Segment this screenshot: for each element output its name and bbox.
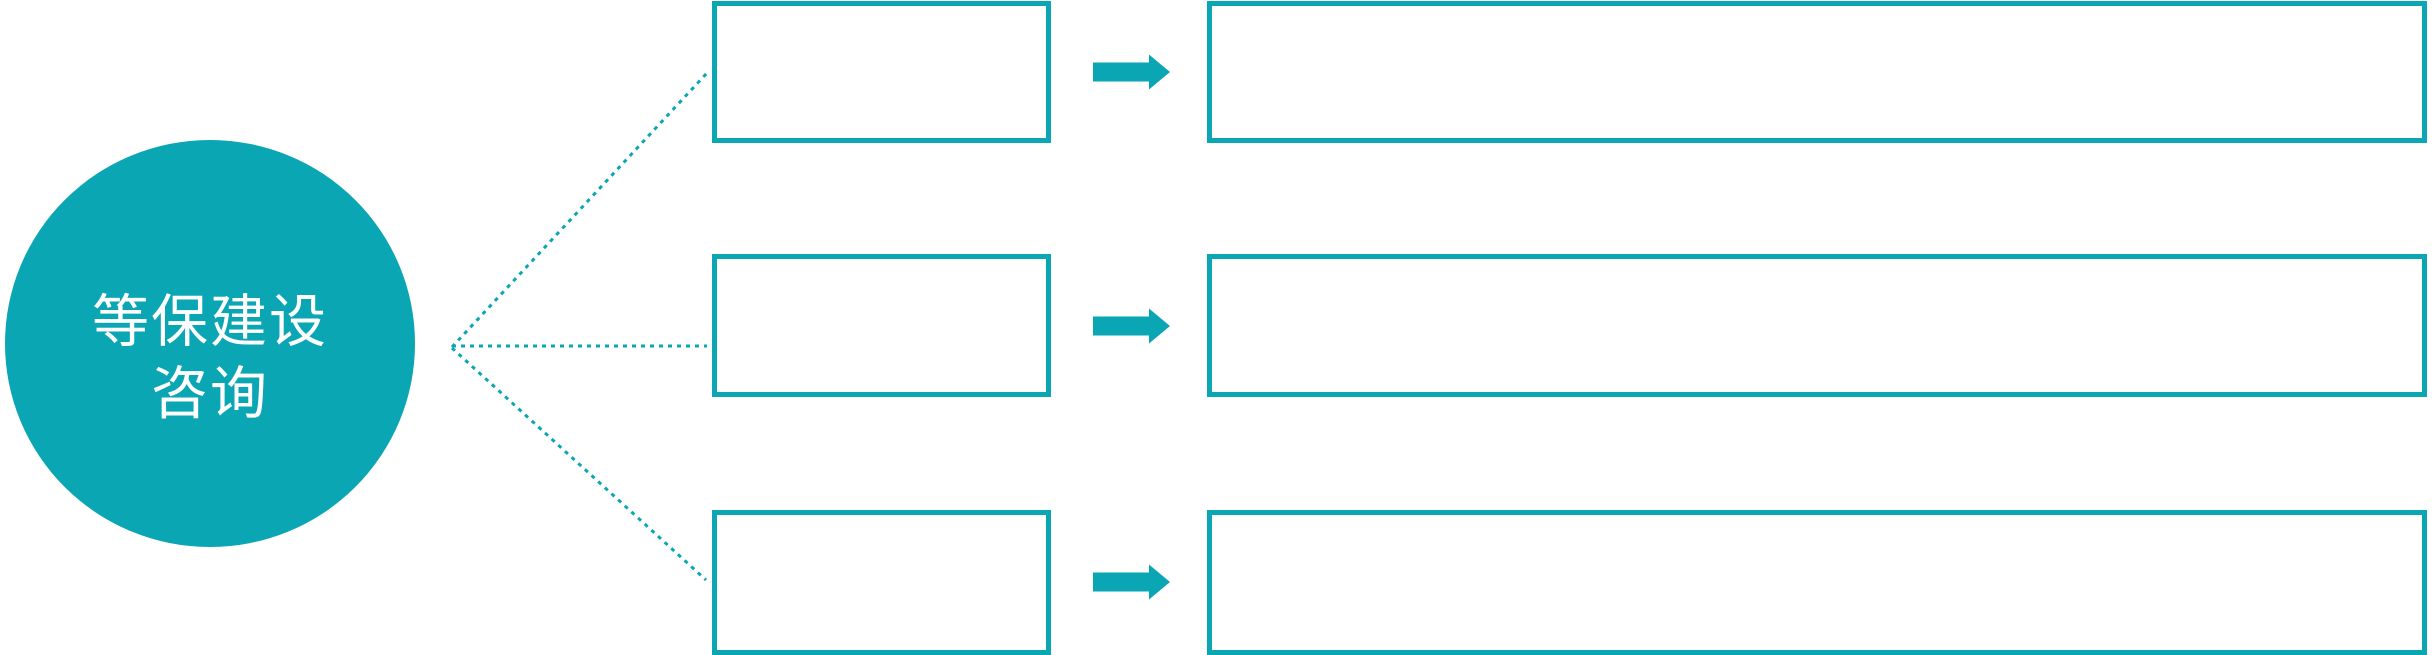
dotted-connector-row1 xyxy=(450,71,709,349)
large-box-row2 xyxy=(1207,254,2427,397)
arrow-right-icon xyxy=(1093,54,1170,90)
root-node-label-line2: 咨询 xyxy=(151,361,269,426)
root-node-label-line1: 等保建设 xyxy=(92,289,328,354)
root-node-circle: 等保建设 咨询 xyxy=(5,140,415,547)
large-box-row1 xyxy=(1207,1,2427,143)
small-box-row1 xyxy=(712,1,1051,143)
large-box-row3 xyxy=(1207,510,2427,655)
small-box-row2 xyxy=(712,254,1051,397)
arrow-right-icon xyxy=(1093,308,1170,344)
dotted-connector-row3 xyxy=(450,346,708,582)
arrow-right-icon xyxy=(1093,564,1170,600)
small-box-row3 xyxy=(712,510,1051,655)
